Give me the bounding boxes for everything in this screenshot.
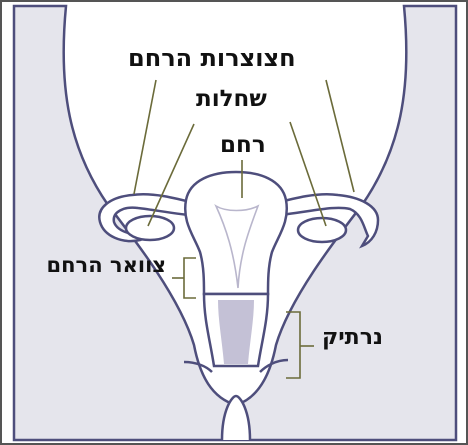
ovaries-label: שחלות <box>196 88 267 111</box>
uterus-label: רחם <box>220 134 266 157</box>
cervix-label: צוואר הרחם <box>78 254 166 277</box>
left-ovary <box>126 216 174 240</box>
right-ovary <box>298 218 346 242</box>
vagina-label: נרתיק <box>322 327 383 349</box>
fallopian-tubes-label: חצוצרות הרחם <box>128 46 296 70</box>
vaginal-canal <box>218 300 254 364</box>
